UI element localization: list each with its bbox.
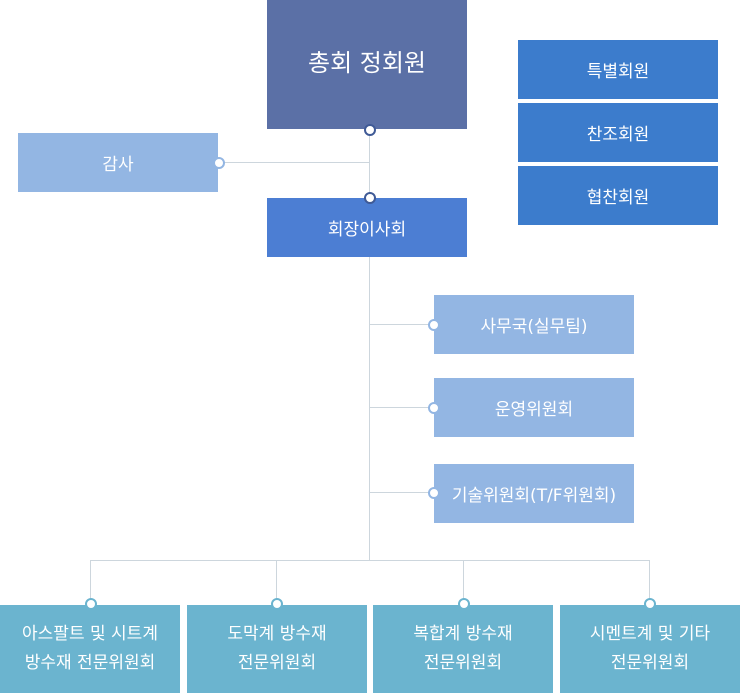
general-meeting-label: 총회 정회원 xyxy=(307,49,427,77)
committee-connector-dot-1 xyxy=(85,598,97,610)
office-box: 사무국(실무팀) xyxy=(434,295,634,354)
operations-committee-label: 운영위원회 xyxy=(494,400,574,420)
committee-connector-dot-3 xyxy=(458,598,470,610)
cosponsor-member-label: 협찬회원 xyxy=(586,188,650,208)
committee-drop-2 xyxy=(276,560,277,605)
audit-connector xyxy=(218,162,369,163)
committee-box-coating: 도막계 방수재 전문위원회 xyxy=(187,605,367,693)
office-connector-dot xyxy=(428,319,440,331)
committee-box-composite: 복합계 방수재 전문위원회 xyxy=(373,605,553,693)
board-label: 회장이사회 xyxy=(327,220,407,240)
operations-committee-box: 운영위원회 xyxy=(434,378,634,437)
technical-connector-dot xyxy=(428,487,440,499)
committee-line2: 방수재 전문위원회 xyxy=(24,653,156,673)
board-box: 회장이사회 xyxy=(267,198,467,257)
technical-committee-label: 기술위원회(T/F위원회) xyxy=(451,486,617,506)
committee-line1: 시멘트계 및 기타 xyxy=(589,624,711,644)
audit-connector-dot xyxy=(213,157,225,169)
committee-drop-3 xyxy=(463,560,464,605)
board-connector-dot xyxy=(364,192,376,204)
committee-box-asphalt: 아스팔트 및 시트계 방수재 전문위원회 xyxy=(0,605,180,693)
committee-drop-1 xyxy=(90,560,91,605)
audit-label: 감사 xyxy=(102,155,134,175)
committee-drop-4 xyxy=(649,560,650,605)
committee-line2: 전문위원회 xyxy=(610,653,690,673)
office-label: 사무국(실무팀) xyxy=(480,317,588,337)
sponsor-member-box: 찬조회원 xyxy=(518,103,718,162)
sponsor-member-label: 찬조회원 xyxy=(586,125,650,145)
committee-line1: 복합계 방수재 xyxy=(413,624,513,644)
operations-connector xyxy=(369,407,434,408)
office-connector xyxy=(369,324,434,325)
committee-horizontal-connector xyxy=(90,560,650,561)
technical-connector xyxy=(369,492,434,493)
committee-line2: 전문위원회 xyxy=(237,653,317,673)
committee-line2: 전문위원회 xyxy=(423,653,503,673)
committee-line1: 아스팔트 및 시트계 xyxy=(22,624,158,644)
audit-box: 감사 xyxy=(18,133,218,192)
main-vertical-connector xyxy=(369,129,370,560)
special-member-box: 특별회원 xyxy=(518,40,718,99)
general-meeting-connector-dot xyxy=(364,124,376,136)
special-member-label: 특별회원 xyxy=(586,62,650,82)
general-meeting-box: 총회 정회원 xyxy=(267,0,467,129)
cosponsor-member-box: 협찬회원 xyxy=(518,166,718,225)
operations-connector-dot xyxy=(428,402,440,414)
committee-connector-dot-2 xyxy=(271,598,283,610)
committee-line1: 도막계 방수재 xyxy=(227,624,327,644)
committee-connector-dot-4 xyxy=(644,598,656,610)
technical-committee-box: 기술위원회(T/F위원회) xyxy=(434,464,634,523)
committee-box-cement: 시멘트계 및 기타 전문위원회 xyxy=(560,605,740,693)
